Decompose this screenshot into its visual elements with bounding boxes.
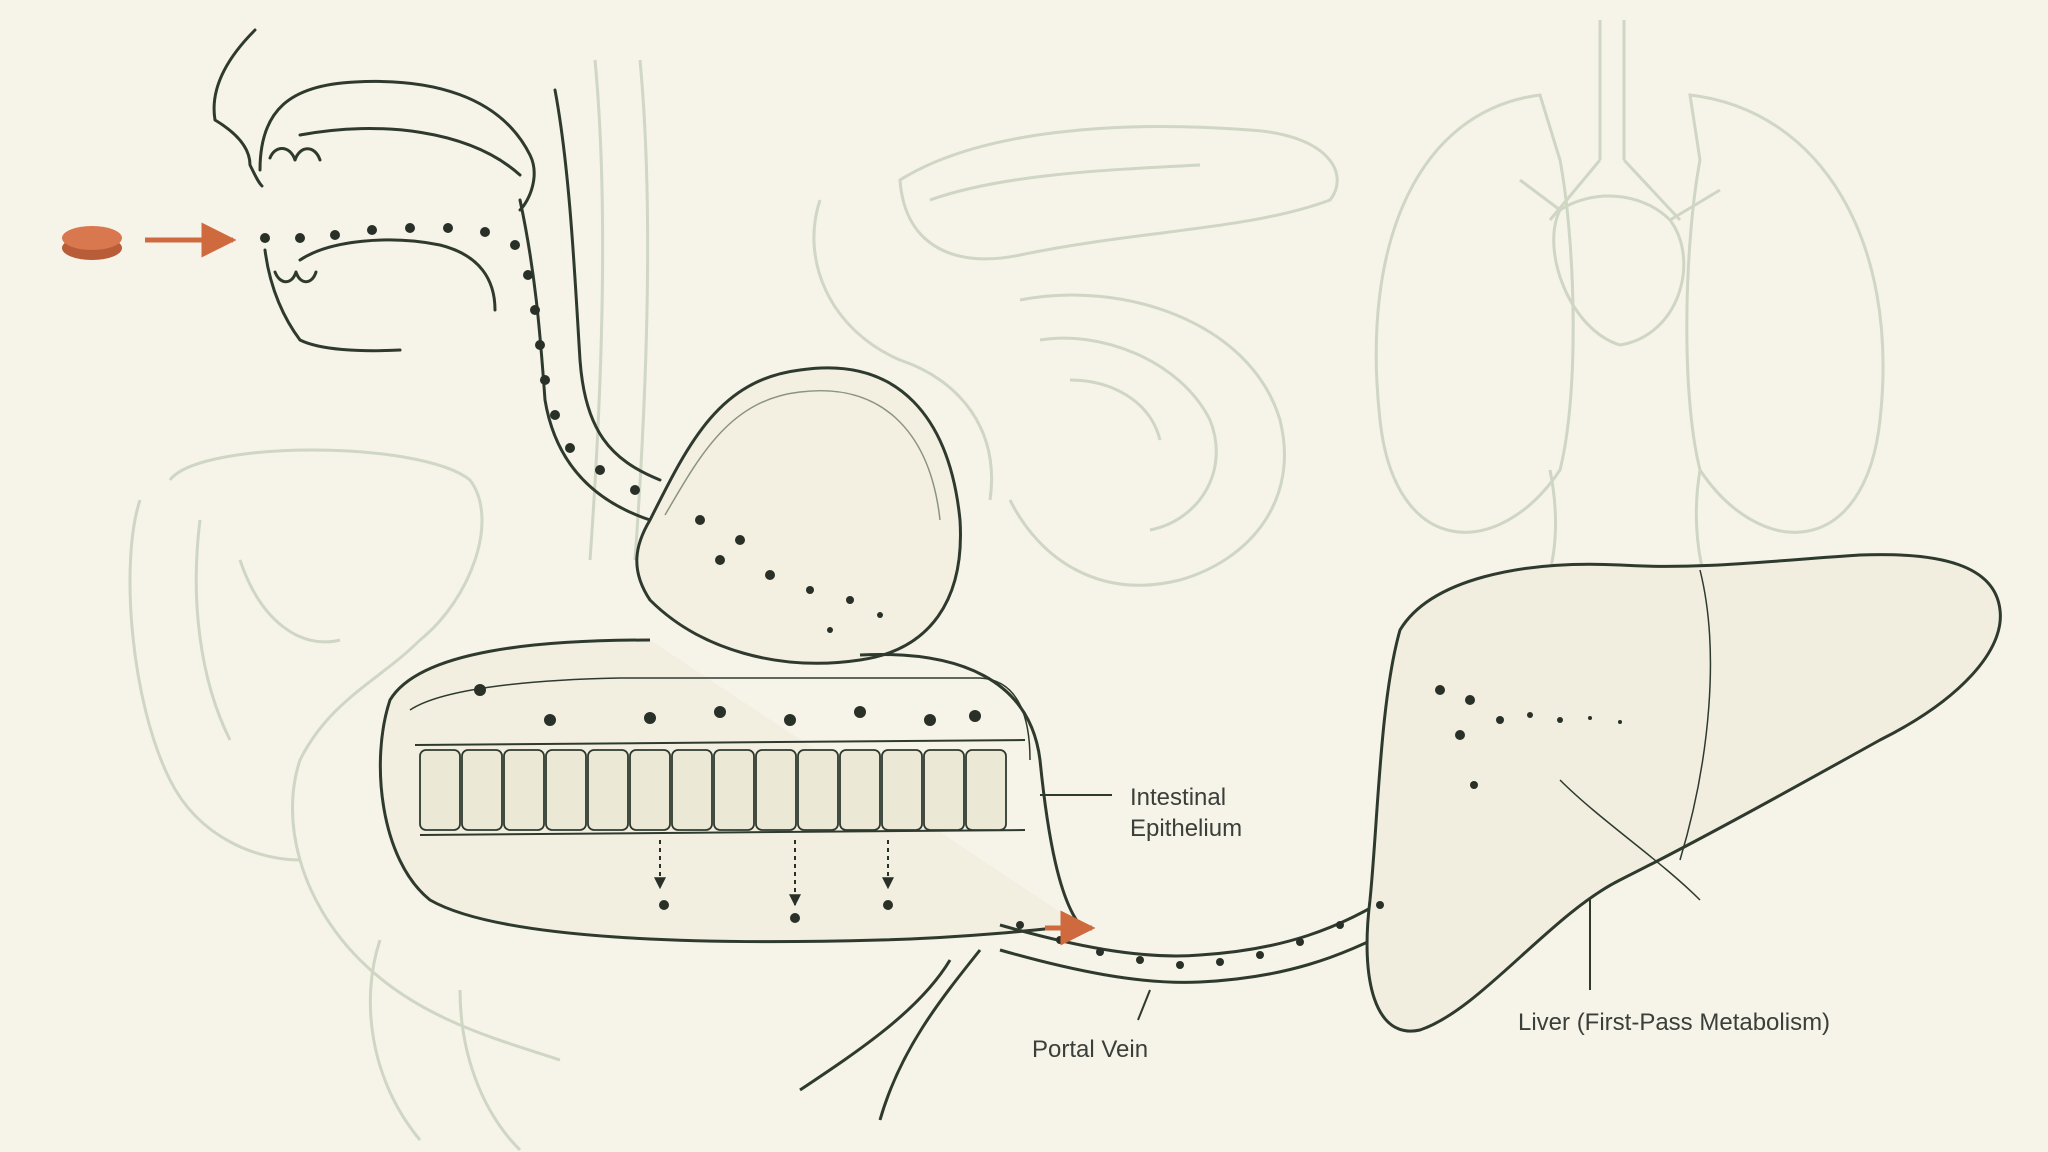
pharynx-front [518, 198, 652, 522]
palate [298, 127, 522, 177]
small-intestine-background [812, 199, 1286, 587]
lower-lip [263, 248, 402, 353]
portal-vein-label: Portal Vein [1032, 1036, 1149, 1063]
upper-jaw [258, 79, 536, 212]
absorbed-molecules [659, 900, 893, 923]
lungs-heart-background [1374, 20, 1885, 651]
stomach [635, 366, 962, 665]
intestine-loop [378, 638, 1082, 944]
liver [1365, 553, 2002, 1033]
pharynx-back [553, 88, 662, 482]
intestinal-epithelium-label: Intestinal Epithelium [1130, 782, 1242, 844]
tongue [298, 238, 497, 312]
molecule-trail [260, 223, 1622, 969]
absorption-arrows [654, 840, 894, 907]
pill-icon [62, 226, 122, 260]
spine-background [588, 59, 650, 561]
upper-teeth [268, 147, 322, 162]
head-mouth-esophagus [212, 28, 662, 522]
epithelial-cells [419, 749, 1007, 831]
background-organs [128, 20, 1885, 1152]
liver-label: Liver (First-Pass Metabolism) [1518, 1009, 1831, 1036]
intestinal-epithelium-label-line1: Intestinal [1130, 784, 1227, 811]
lower-teeth [273, 270, 318, 284]
intestinal-epithelium-label-line2: Epithelium [1130, 815, 1243, 842]
callout-lines [1040, 794, 1591, 1021]
epithelium-villi [414, 739, 1026, 746]
face-profile [212, 28, 264, 188]
colon-background [128, 448, 561, 1152]
pancreas-background [898, 125, 1339, 261]
